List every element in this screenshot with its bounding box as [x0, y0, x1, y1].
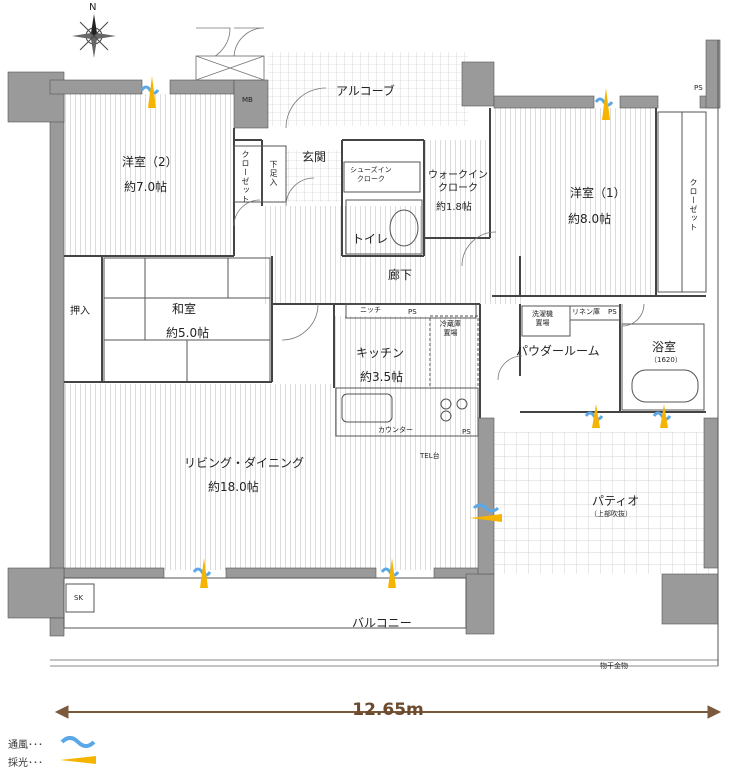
- tel-label: TEL台: [420, 452, 440, 460]
- walk-in-closet-area: 約1.8帖: [436, 202, 472, 213]
- walls: [7, 39, 721, 637]
- oshiire-label: 押入: [70, 306, 90, 317]
- floor-patio: [494, 432, 716, 574]
- ventilation-light-markers: [140, 76, 672, 588]
- living-dining-name: リビング・ダイニング: [184, 456, 305, 470]
- closet-right-label: クローゼット: [689, 178, 698, 232]
- bathroom-name: 浴室: [652, 340, 677, 354]
- toilet-label: トイレ: [352, 232, 389, 246]
- compass: [72, 14, 116, 58]
- width-dimension: 12.65m: [56, 700, 720, 726]
- washer-label: 洗濯機 置場: [532, 310, 553, 327]
- western-room-2-area: 約7.0帖: [124, 180, 168, 194]
- floor-kitchen: [334, 316, 480, 388]
- shoe-cabinet-label: 下足入: [269, 160, 278, 187]
- walk-in-closet-name: ウォークイン クローク: [428, 170, 488, 194]
- japanese-room-area: 約5.0帖: [166, 326, 210, 340]
- japanese-room-name: 和室: [172, 302, 197, 316]
- entrance-label: 玄関: [302, 150, 327, 164]
- legend-light-label: 採光･･･: [8, 758, 43, 769]
- niche-label: ニッチ: [360, 306, 381, 314]
- floor-living-dining: [64, 384, 478, 570]
- legend-light-swatch: [60, 756, 96, 764]
- shoes-in-closet-label: シューズイン クローク: [350, 166, 392, 183]
- mb-label: MB: [242, 96, 253, 104]
- floor-entrance-tile: [286, 150, 342, 202]
- fridge-label: 冷蔵庫 置場: [440, 320, 461, 337]
- western-room-1-name: 洋室（1）: [570, 186, 626, 200]
- hallway-label: 廊下: [388, 268, 413, 282]
- kitchen-name: キッチン: [356, 346, 405, 360]
- legend-ventilation-swatch: [60, 736, 96, 748]
- doors: [195, 27, 645, 381]
- width-dimension-label: 12.65m: [352, 700, 424, 720]
- western-room-2-name: 洋室（2）: [122, 155, 178, 169]
- ps-top-label: PS: [694, 84, 703, 92]
- ps-counter-label: PS: [462, 428, 471, 436]
- ps-linen-label: PS: [608, 308, 617, 316]
- floor-western-room-2: [64, 94, 234, 256]
- powder-room-label: パウダールーム: [516, 344, 600, 358]
- sk-label: SK: [74, 594, 84, 602]
- counter-label: カウンター: [378, 426, 413, 434]
- compass-north-label: N: [89, 2, 97, 13]
- tatami: [103, 257, 271, 383]
- balcony-label: バルコニー: [352, 616, 412, 630]
- floor-walk-in: [424, 140, 490, 238]
- western-room-1-area: 約8.0帖: [568, 212, 612, 226]
- alcove-label: アルコーブ: [336, 84, 395, 98]
- floor-alcove-tile: [268, 52, 468, 126]
- bathroom-size: （1620）: [650, 356, 682, 364]
- dimension-arrow: [54, 705, 722, 719]
- legend-ventilation-label: 通風･･･: [8, 740, 43, 751]
- patio-name: パティオ: [592, 494, 640, 508]
- linen-label: リネン庫: [572, 308, 600, 316]
- closet-left-label: クローゼット: [241, 150, 250, 204]
- fixtures: [50, 40, 719, 667]
- patio-note: （上部吹抜）: [590, 510, 632, 518]
- ps-niche-label: PS: [408, 308, 417, 316]
- living-dining-area: 約18.0帖: [208, 480, 259, 494]
- laundry-pole-label: 物干金物: [600, 662, 628, 670]
- kitchen-area: 約3.5帖: [360, 370, 404, 384]
